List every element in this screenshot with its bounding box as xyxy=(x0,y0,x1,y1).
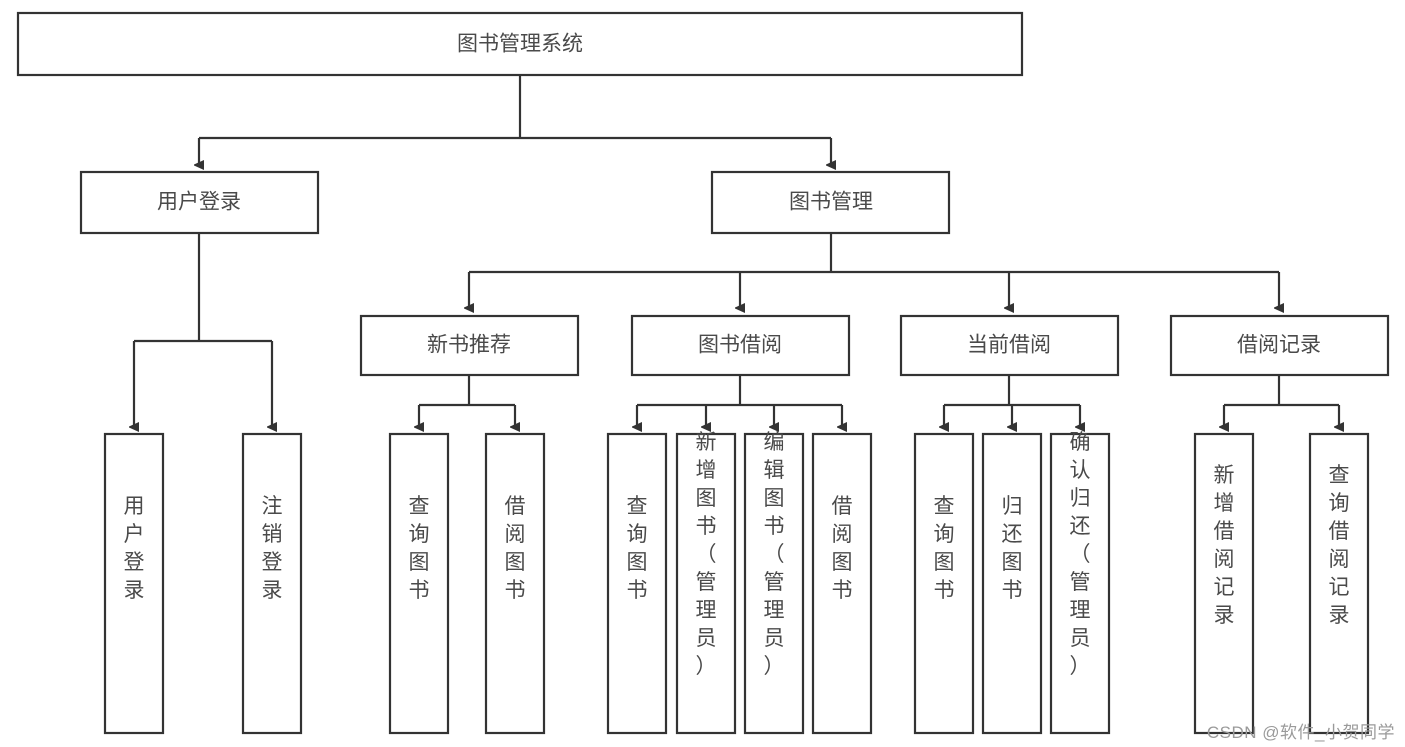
node-borrow-records-box[interactable] xyxy=(1169,314,1390,377)
leaf-borrow-book-2-box[interactable] xyxy=(811,432,873,735)
leaf-query-borrow-record-label: 查询借阅记录 xyxy=(1329,464,1350,627)
node-book-mgmt-box[interactable] xyxy=(710,170,951,235)
leaf-add-borrow-record-box[interactable] xyxy=(1193,432,1255,735)
leaf-borrow-book-2-label: 借阅图书 xyxy=(832,495,853,602)
leaf-query-book-3[interactable]: 查询图书 xyxy=(913,432,975,735)
leaf-query-book-3-label: 查询图书 xyxy=(934,495,955,602)
leaf-add-book-admin-box[interactable] xyxy=(675,432,737,735)
leaf-query-book-2-box[interactable] xyxy=(606,432,668,735)
node-user-login-label: 用户登录 xyxy=(157,191,241,214)
node-book-borrow-box[interactable] xyxy=(630,314,851,377)
leaf-logout-label: 注销登录 xyxy=(262,495,283,602)
leaf-edit-book-admin-label: 编辑图书（管理员） xyxy=(764,431,785,678)
leaf-edit-book-admin[interactable]: 编辑图书（管理员） xyxy=(743,431,805,735)
leaf-user-login-label: 用户登录 xyxy=(124,495,145,602)
leaf-user-login[interactable]: 用户登录 xyxy=(103,432,165,735)
leaf-query-book-2-label: 查询图书 xyxy=(627,495,648,602)
leaf-borrow-book-1-box[interactable] xyxy=(484,432,546,735)
leaf-borrow-book-1-label: 借阅图书 xyxy=(505,495,526,602)
leaf-logout-box[interactable] xyxy=(241,432,303,735)
leaf-add-book-admin-label: 新增图书（管理员） xyxy=(696,431,717,678)
leaf-add-borrow-record-label: 新增借阅记录 xyxy=(1214,464,1235,627)
leaf-query-book-2[interactable]: 查询图书 xyxy=(606,432,668,735)
node-book-mgmt-label: 图书管理 xyxy=(789,191,873,214)
node-new-book-recommend-box[interactable] xyxy=(359,314,580,377)
connector-group-book-mgmt xyxy=(469,233,1279,308)
node-root[interactable]: 图书管理系统 xyxy=(16,11,1024,77)
connector-group-new-book xyxy=(419,375,515,427)
leaf-query-book-3-box[interactable] xyxy=(913,432,975,735)
node-user-login-box[interactable] xyxy=(79,170,320,235)
leaf-return-book-box[interactable] xyxy=(981,432,1043,735)
node-current-borrow[interactable]: 当前借阅 xyxy=(899,314,1120,377)
leaf-confirm-return-admin-box[interactable] xyxy=(1049,432,1111,735)
leaf-add-borrow-record[interactable]: 新增借阅记录 xyxy=(1193,432,1255,735)
node-user-login[interactable]: 用户登录 xyxy=(79,170,320,235)
node-current-borrow-box[interactable] xyxy=(899,314,1120,377)
node-book-mgmt[interactable]: 图书管理 xyxy=(710,170,951,235)
connector-group-records xyxy=(1224,375,1339,427)
connector-group-root xyxy=(199,76,831,165)
node-borrow-records-label: 借阅记录 xyxy=(1237,334,1321,357)
node-borrow-records[interactable]: 借阅记录 xyxy=(1169,314,1390,377)
node-root-label: 图书管理系统 xyxy=(457,33,583,56)
leaf-query-borrow-record-box[interactable] xyxy=(1308,432,1370,735)
node-root-box[interactable] xyxy=(16,11,1024,77)
connector-group-user-login xyxy=(134,233,272,427)
leaf-return-book-label: 归还图书 xyxy=(1002,495,1023,602)
leaf-edit-book-admin-box[interactable] xyxy=(743,432,805,735)
node-book-borrow[interactable]: 图书借阅 xyxy=(630,314,851,377)
node-new-book-recommend-label: 新书推荐 xyxy=(427,334,511,357)
connector-group-current xyxy=(944,375,1080,427)
leaf-confirm-return-admin-label: 确认归还（管理员） xyxy=(1070,431,1091,678)
node-book-borrow-label: 图书借阅 xyxy=(698,334,782,357)
leaf-query-book-1-label: 查询图书 xyxy=(409,495,430,602)
leaf-return-book[interactable]: 归还图书 xyxy=(981,432,1043,735)
leaf-borrow-book-2[interactable]: 借阅图书 xyxy=(811,432,873,735)
leaf-borrow-book-1[interactable]: 借阅图书 xyxy=(484,432,546,735)
leaf-query-book-1[interactable]: 查询图书 xyxy=(388,432,450,735)
leaf-add-book-admin[interactable]: 新增图书（管理员） xyxy=(675,431,737,735)
node-current-borrow-label: 当前借阅 xyxy=(967,334,1051,357)
leaf-logout[interactable]: 注销登录 xyxy=(241,432,303,735)
leaf-user-login-box[interactable] xyxy=(103,432,165,735)
leaf-query-borrow-record[interactable]: 查询借阅记录 xyxy=(1308,432,1370,735)
leaf-query-book-1-box[interactable] xyxy=(388,432,450,735)
connector-group-borrow xyxy=(637,375,842,427)
leaf-confirm-return-admin[interactable]: 确认归还（管理员） xyxy=(1049,431,1111,735)
node-new-book-recommend[interactable]: 新书推荐 xyxy=(359,314,580,377)
